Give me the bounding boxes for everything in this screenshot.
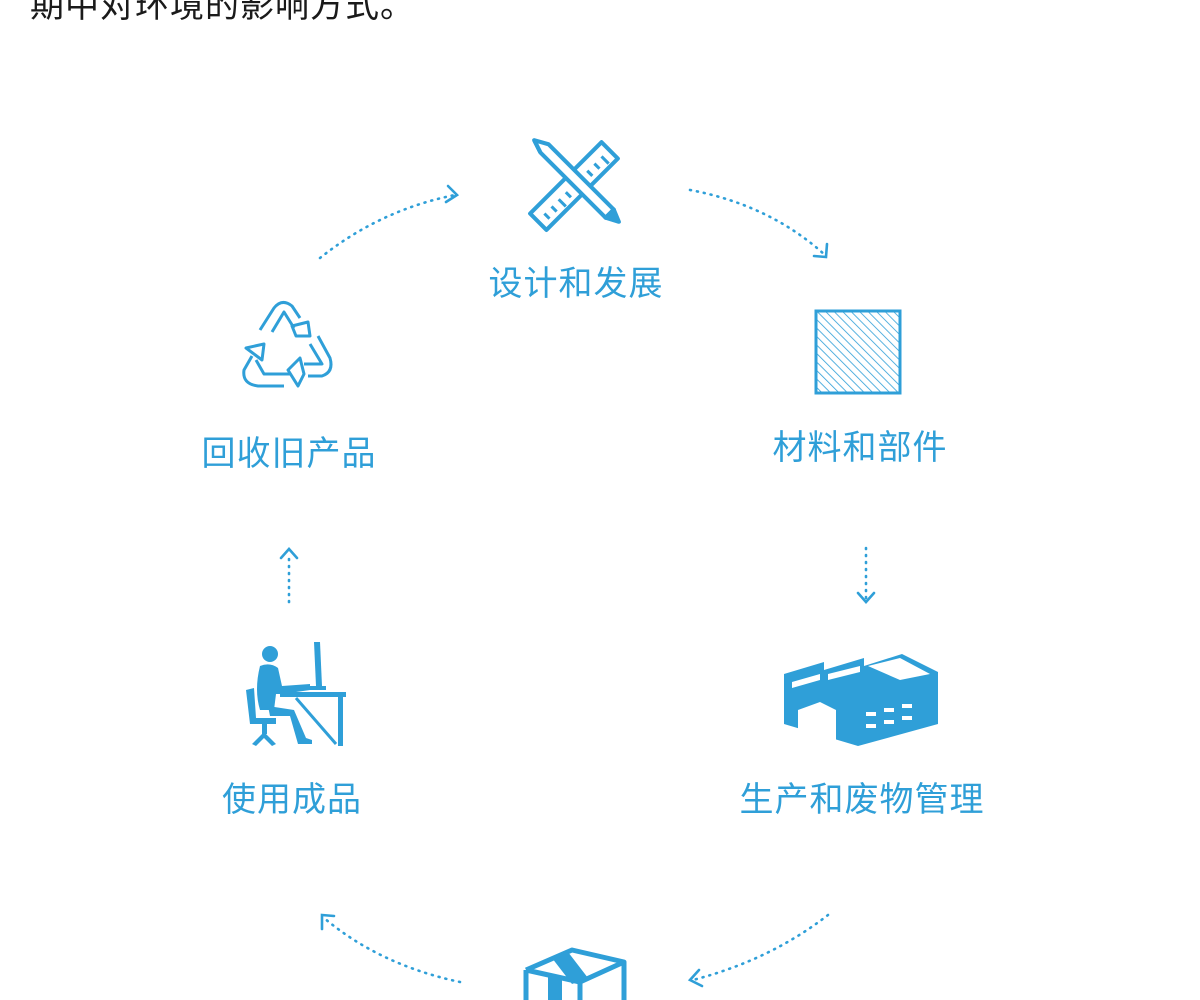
arrowhead-materials-to-production (856, 591, 876, 604)
stage-label-design: 设计和发展 (488, 264, 664, 304)
arrow-design-to-materials (688, 188, 827, 257)
box-icon (523, 947, 627, 1000)
stage-label-use: 使用成品 (222, 780, 362, 820)
arrowhead-use-to-recycle (279, 547, 299, 560)
person-at-desk-icon (246, 642, 346, 746)
hatched-square-icon (814, 309, 902, 395)
stage-label-recycle: 回收旧产品 (201, 434, 377, 474)
factory-icon (784, 654, 938, 746)
arrow-distribution-to-use (322, 916, 462, 984)
recycle-icon (242, 301, 333, 388)
arrow-production-to-distribution (691, 913, 830, 982)
arrowhead-distribution-to-use (320, 913, 336, 931)
arrowhead-design-to-materials (812, 242, 829, 259)
stage-label-materials: 材料和部件 (772, 428, 948, 468)
pencil-ruler-icon (528, 138, 621, 232)
arrowhead-recycle-to-design (444, 184, 460, 204)
stage-label-production: 生产和废物管理 (739, 780, 985, 820)
intro-text: 期中对环境的影响方式。 (30, 0, 415, 26)
arrowhead-production-to-distribution (687, 968, 704, 988)
arrow-recycle-to-design (318, 193, 457, 260)
